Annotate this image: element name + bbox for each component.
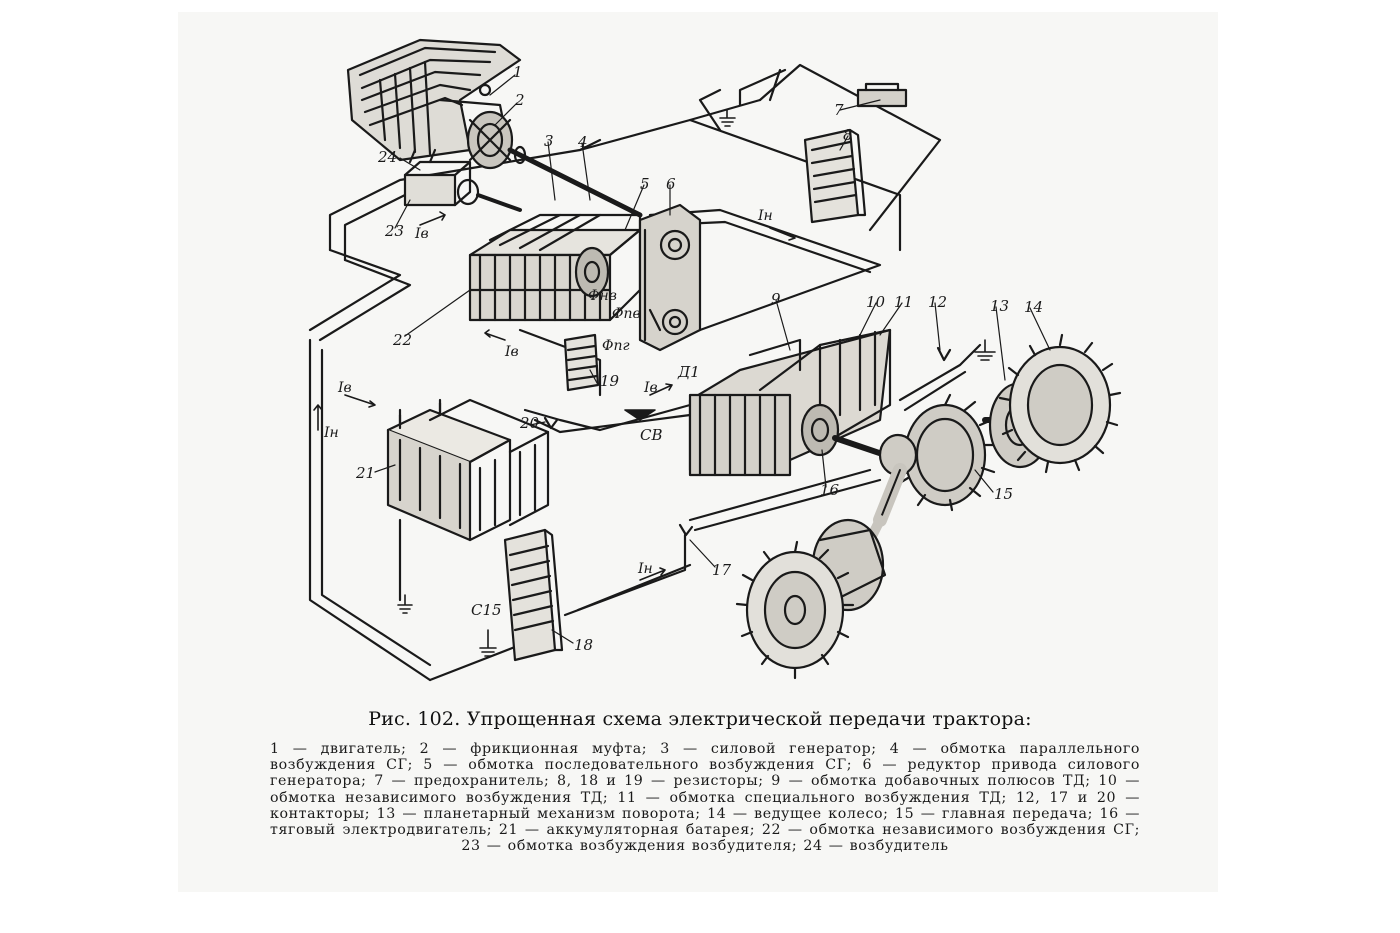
flux-pv: Φпв <box>612 306 641 322</box>
current-in-3: Iн <box>637 561 653 577</box>
figure-caption-title: Рис. 102. Упрощенная схема электрической… <box>368 708 1032 730</box>
current-iv-4: Iв <box>643 380 658 396</box>
label-21: 21 <box>355 464 375 482</box>
label-1: 1 <box>513 63 523 81</box>
fuse <box>856 82 908 108</box>
resistor-19 <box>563 333 600 392</box>
label-17: 17 <box>712 561 732 579</box>
battery <box>386 398 550 542</box>
flux-pg: Φпг <box>602 338 630 354</box>
label-11: 11 <box>894 293 913 311</box>
contactor-20 <box>543 416 559 430</box>
resistor-18 <box>503 528 564 662</box>
exciter <box>403 148 522 212</box>
current-symbols: Iв Iн Iв Iв Iн Iв Iн Φнв Φпв Φпг <box>323 208 773 577</box>
label-8: 8 <box>843 126 853 144</box>
current-in-1: Iн <box>757 208 773 224</box>
label-12: 12 <box>928 293 947 311</box>
current-iv-1: Iв <box>414 226 429 242</box>
label-19: 19 <box>600 372 620 390</box>
contactor-12 <box>936 346 952 362</box>
current-in-2: Iн <box>323 425 339 441</box>
traction-motor <box>688 328 892 477</box>
label-24: 24 <box>377 148 397 166</box>
current-iv-3: Iв <box>337 380 352 396</box>
label-13: 13 <box>990 297 1009 315</box>
contactor-17 <box>678 523 694 537</box>
label-14: 14 <box>1024 298 1043 316</box>
electric-transmission-diagram: 1 2 3 4 5 6 7 8 9 10 11 12 13 14 15 16 1… <box>308 38 1122 682</box>
power-generator <box>468 213 642 322</box>
ground-symbols <box>397 109 996 657</box>
generator-reducer <box>638 203 702 352</box>
friction-clutch <box>466 110 514 170</box>
label-5: 5 <box>640 175 650 193</box>
engine <box>346 38 522 162</box>
label-20: 20 <box>519 414 540 432</box>
label-15: 15 <box>994 485 1013 503</box>
label-10: 10 <box>866 293 886 311</box>
drive-shaft <box>507 147 643 218</box>
label-22: 22 <box>392 331 412 349</box>
component-labels: 1 2 3 4 5 6 7 8 9 10 11 12 13 14 15 16 1… <box>355 63 1043 654</box>
label-cb: СВ <box>640 426 663 444</box>
leader-lines <box>374 74 1051 644</box>
label-4: 4 <box>577 133 588 151</box>
label-c15: С15 <box>471 601 502 619</box>
current-arrows <box>313 211 796 581</box>
label-3: 3 <box>544 132 554 150</box>
label-9: 9 <box>771 290 781 308</box>
label-6: 6 <box>666 175 676 193</box>
label-2: 2 <box>514 91 525 109</box>
flux-nv: Φнв <box>588 288 617 304</box>
label-23: 23 <box>384 222 404 240</box>
current-iv-2: Iв <box>504 344 519 360</box>
label-16: 16 <box>820 481 840 499</box>
main-gear <box>873 393 999 527</box>
resistor-8 <box>803 128 867 224</box>
label-7: 7 <box>834 101 844 119</box>
drive-wheel-left <box>735 540 855 680</box>
label-d1: Д1 <box>677 363 700 381</box>
drive-wheel-right <box>998 333 1122 474</box>
label-18: 18 <box>574 636 593 654</box>
figure-legend: 1 — двигатель; 2 — фрикционная муфта; 3 … <box>270 741 1140 855</box>
